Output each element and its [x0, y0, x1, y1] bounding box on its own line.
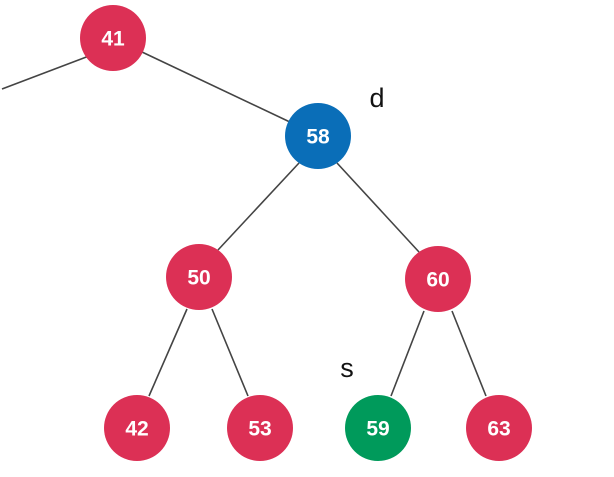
node-label-41: 41 — [101, 28, 125, 51]
tree-node-50[interactable]: 50 — [166, 244, 232, 310]
node-circle-59[interactable] — [345, 395, 411, 461]
tree-edge-e-60-59 — [390, 310, 425, 397]
node-label-58: 58 — [306, 126, 330, 149]
tree-edge-e-41-58 — [141, 51, 293, 124]
tree-edge-e-58-50 — [217, 162, 300, 251]
tree-edge-e-58-60 — [336, 162, 420, 253]
node-circle-60[interactable] — [405, 246, 471, 312]
tree-node-63[interactable]: 63 — [466, 395, 532, 461]
tree-edge-e-50-53 — [211, 308, 249, 397]
tree-node-59[interactable]: 59 — [345, 395, 411, 461]
node-label-53: 53 — [248, 418, 271, 441]
node-circle-63[interactable] — [466, 395, 532, 461]
node-label-60: 60 — [426, 269, 449, 292]
annotation-label-d: d — [369, 83, 384, 113]
node-circle-53[interactable] — [227, 395, 293, 461]
node-circle-50[interactable] — [166, 244, 232, 310]
tree-node-42[interactable]: 42 — [104, 395, 170, 461]
nodes-group: 41 58 50 60 42 53 59 63 — [80, 5, 532, 461]
edges-group — [1, 51, 487, 397]
annotation-label-s: s — [340, 353, 354, 383]
node-circle-41[interactable] — [80, 5, 146, 71]
tree-edge-e-60-63 — [451, 310, 487, 397]
tree-node-53[interactable]: 53 — [227, 395, 293, 461]
tree-edge-e-50-42 — [148, 308, 188, 397]
tree-edge-e-41-offscreen — [1, 55, 90, 90]
node-label-59: 59 — [366, 418, 389, 441]
tree-node-58[interactable]: 58 — [285, 103, 351, 169]
node-label-42: 42 — [125, 418, 148, 441]
node-circle-42[interactable] — [104, 395, 170, 461]
node-label-63: 63 — [487, 418, 510, 441]
node-circle-58[interactable] — [285, 103, 351, 169]
node-label-50: 50 — [187, 267, 210, 290]
tree-node-60[interactable]: 60 — [405, 246, 471, 312]
annotations-group: ds — [340, 83, 384, 383]
tree-node-41[interactable]: 41 — [80, 5, 146, 71]
